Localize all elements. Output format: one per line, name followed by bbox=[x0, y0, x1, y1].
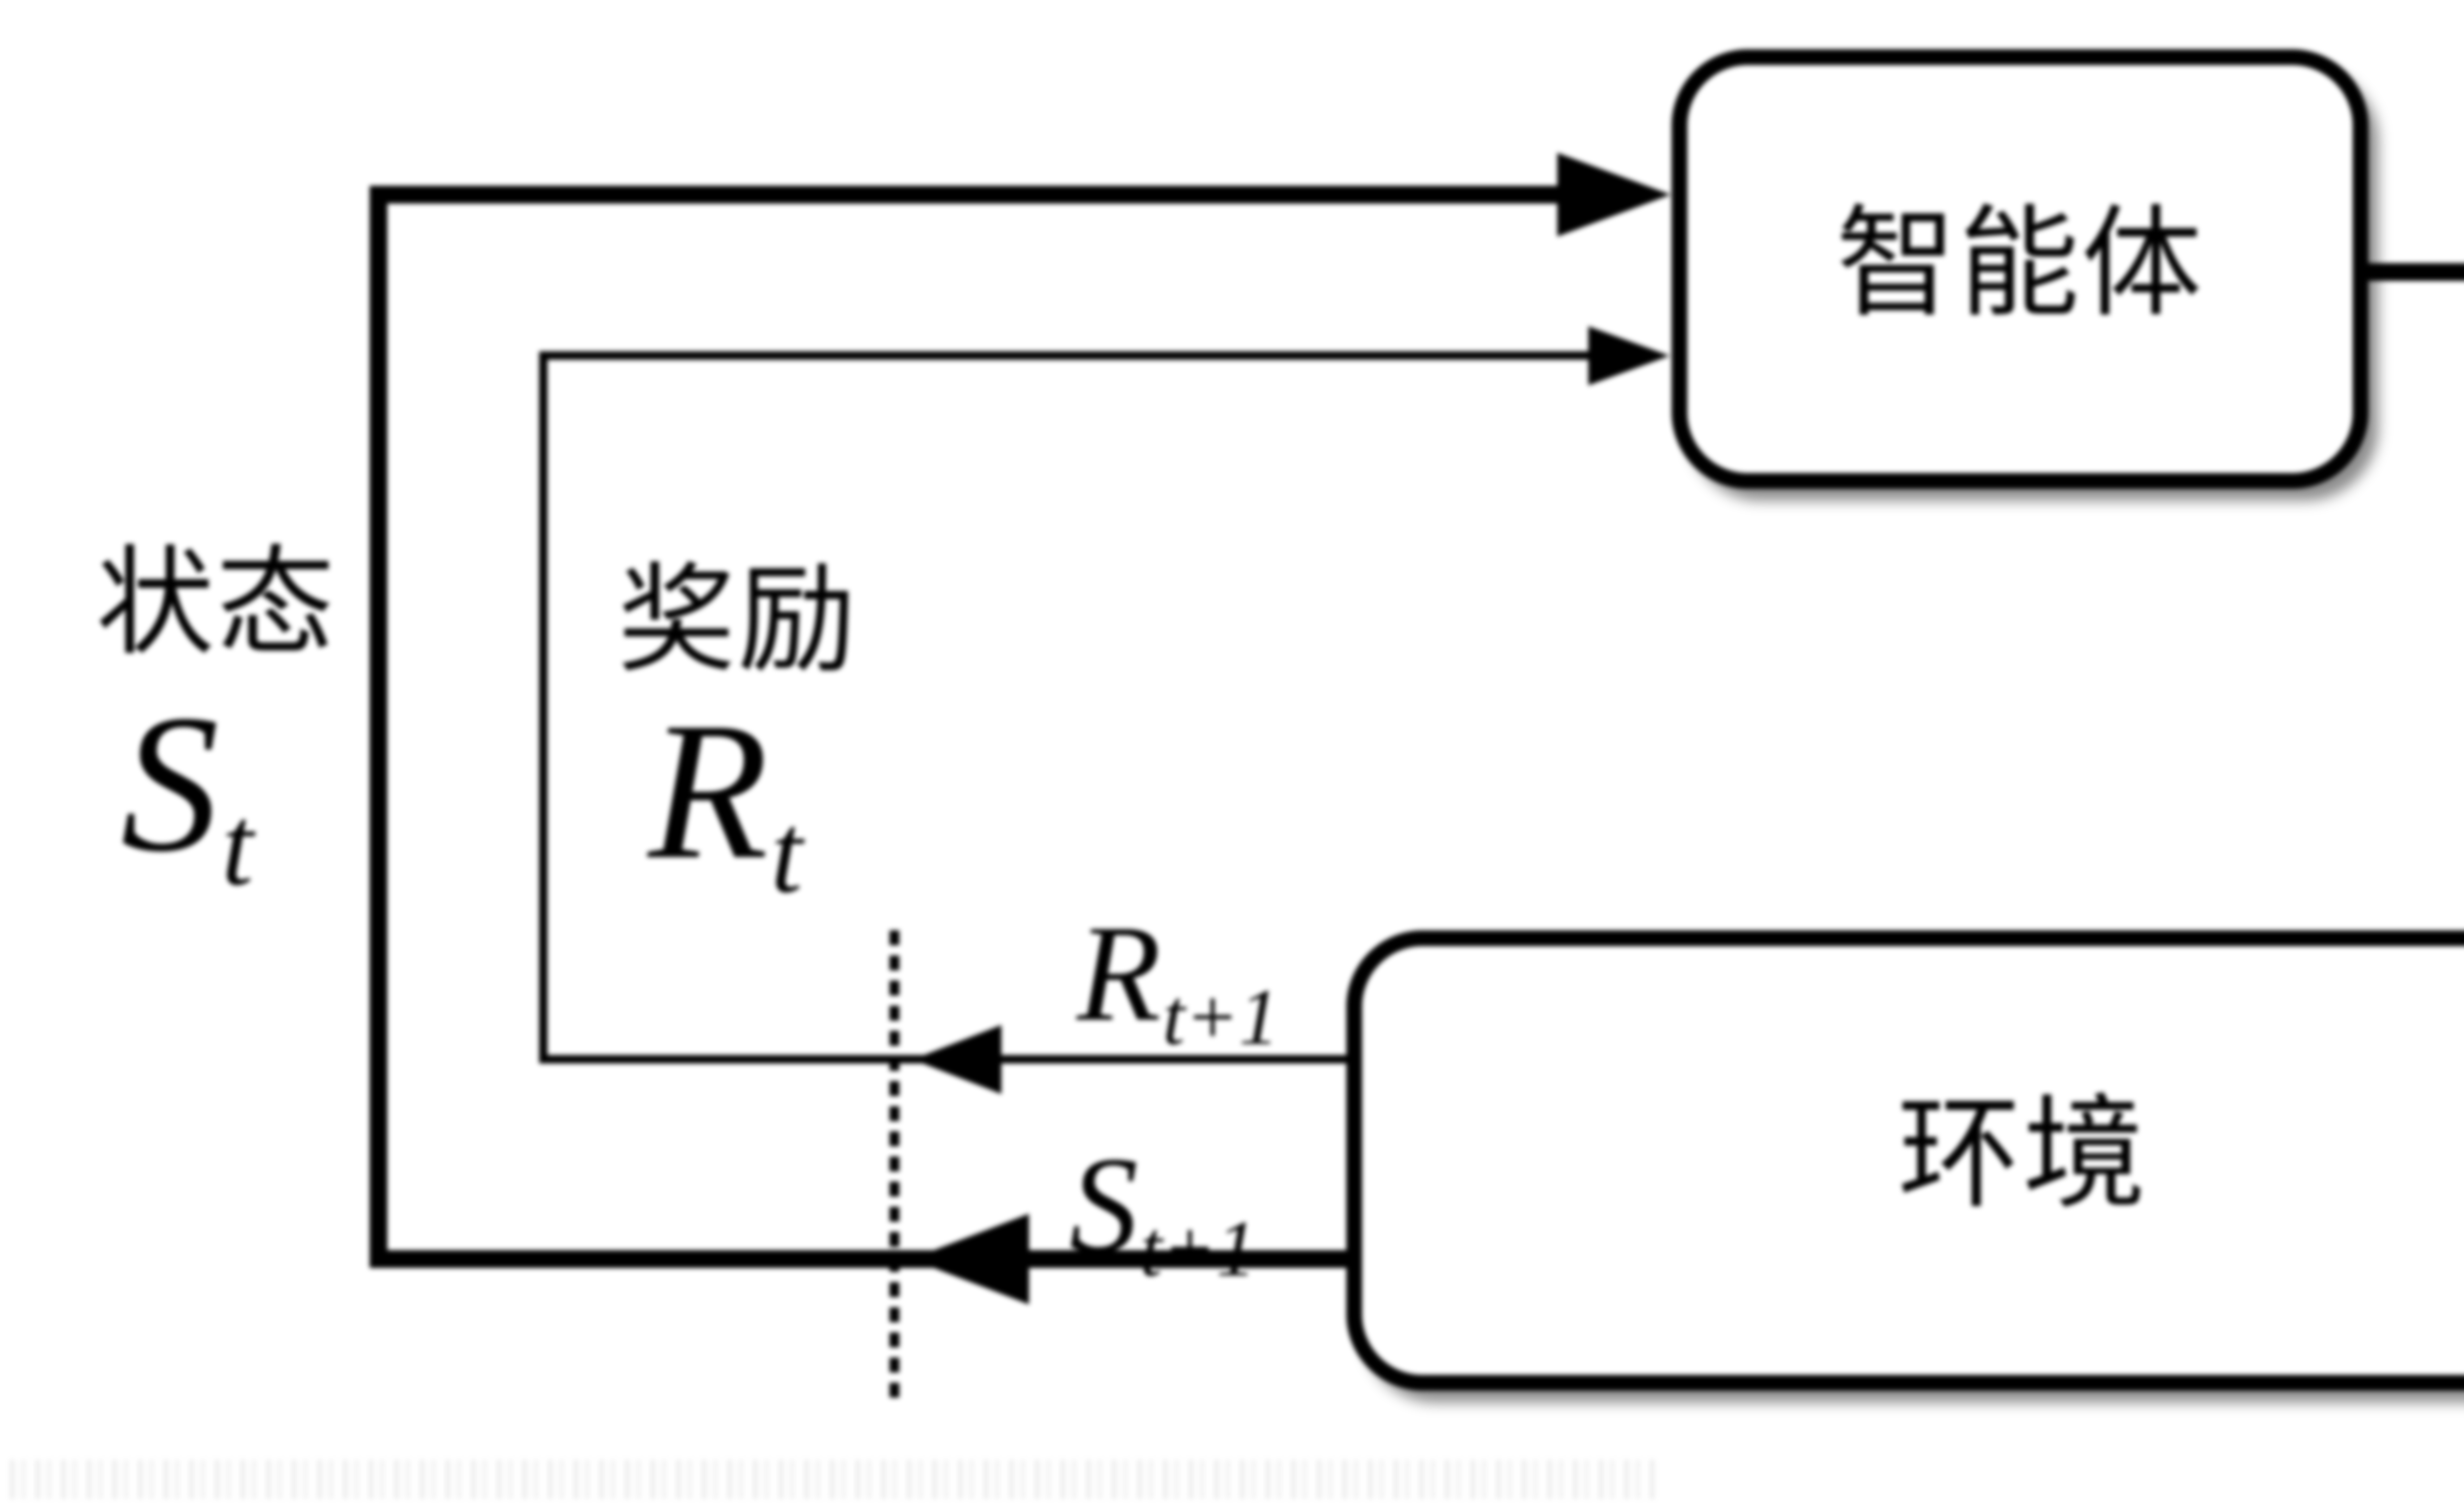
arrowhead-next-reward-icon bbox=[913, 1025, 1001, 1094]
arrowhead-next-state-icon bbox=[911, 1214, 1029, 1304]
next-state-symbol: St+1 bbox=[1069, 1136, 1256, 1289]
state-symbol-main: S bbox=[121, 674, 219, 892]
state-label: 状态 bbox=[96, 538, 337, 669]
arrowhead-state-into-agent-icon bbox=[1557, 153, 1671, 237]
next-reward-symbol: Rt+1 bbox=[1077, 904, 1279, 1057]
next-reward-symbol-main: R bbox=[1077, 896, 1162, 1050]
reward-loop-top-line bbox=[539, 351, 1604, 360]
reward-symbol-main: R bbox=[648, 682, 769, 900]
reward-loop-left-line bbox=[539, 351, 548, 1063]
state-symbol: St bbox=[121, 685, 253, 903]
reward-label: 奖励 bbox=[617, 555, 858, 686]
next-reward-symbol-subscript: t+1 bbox=[1163, 972, 1279, 1061]
reward-symbol-subscript: t bbox=[770, 789, 803, 917]
state-loop-top-line bbox=[370, 186, 1589, 204]
next-state-symbol-main: S bbox=[1069, 1128, 1138, 1281]
next-state-symbol-subscript: t+1 bbox=[1140, 1204, 1257, 1293]
arrowhead-reward-into-agent-icon bbox=[1588, 326, 1670, 385]
next-state-line bbox=[370, 1250, 1360, 1268]
reward-symbol: Rt bbox=[648, 692, 802, 911]
state-symbol-subscript: t bbox=[221, 782, 254, 909]
cropped-caption-artifact bbox=[10, 1460, 1656, 1499]
environment-box-label: 环境 bbox=[1897, 1087, 2148, 1224]
action-loop-top-line bbox=[2361, 263, 2464, 281]
agent-box-label: 智能体 bbox=[1836, 197, 2204, 331]
agent-box: 智能体 bbox=[1672, 49, 2368, 489]
environment-box: 环境 bbox=[1346, 930, 2464, 1391]
state-loop-left-line bbox=[370, 186, 387, 1268]
time-boundary-dashed-line bbox=[890, 930, 899, 1402]
